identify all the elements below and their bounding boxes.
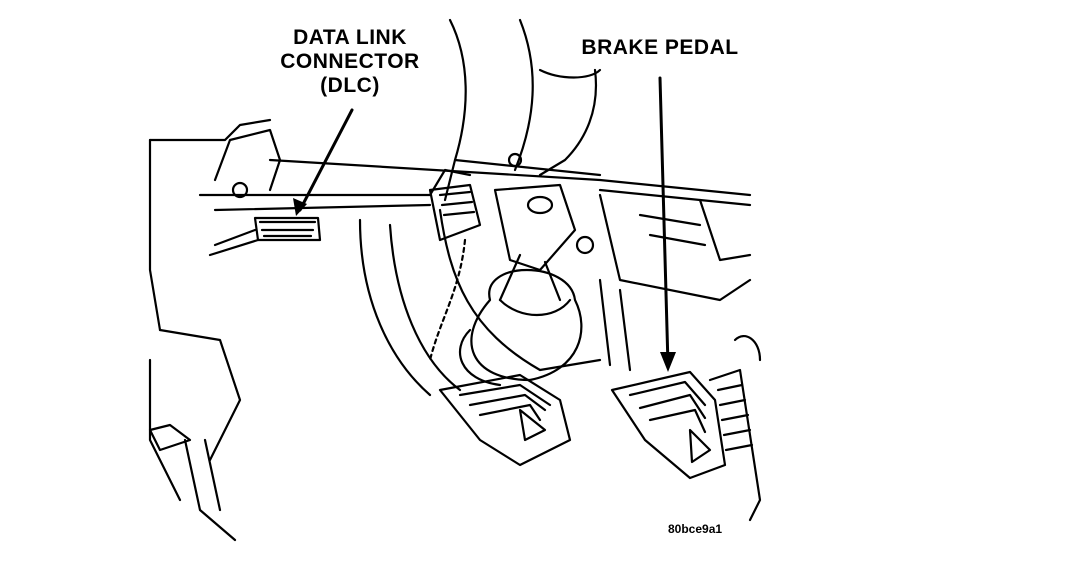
figure-id: 80bce9a1	[668, 522, 723, 536]
dlc-arrowhead	[293, 198, 307, 216]
dlc-leader-line	[298, 108, 354, 212]
right-trim	[598, 193, 752, 302]
brake-pedal-arrowhead	[660, 352, 676, 372]
accelerator-pedal	[708, 335, 762, 522]
dlc-label-line-3: (DLC)	[320, 74, 380, 97]
brake-pedal-pad	[610, 370, 727, 480]
leader-arrows	[298, 76, 670, 367]
dlc-label-line-1: DATA LINK	[293, 26, 407, 49]
pedal-pivot-assembly	[428, 183, 595, 302]
dash-panel	[148, 118, 752, 542]
clutch-pedal-pad	[438, 373, 572, 467]
brake-pedal-callout-label: BRAKE PEDAL	[581, 36, 739, 59]
brake-pedal-leader-line	[658, 76, 670, 367]
pedal-arms	[358, 208, 632, 397]
dlc-callout-label: DATA LINK CONNECTOR (DLC)	[250, 26, 450, 98]
brake-booster-boot	[458, 268, 583, 387]
steering-column	[443, 18, 602, 202]
data-link-connector	[208, 216, 322, 257]
dlc-label-line-2: CONNECTOR	[280, 50, 420, 73]
